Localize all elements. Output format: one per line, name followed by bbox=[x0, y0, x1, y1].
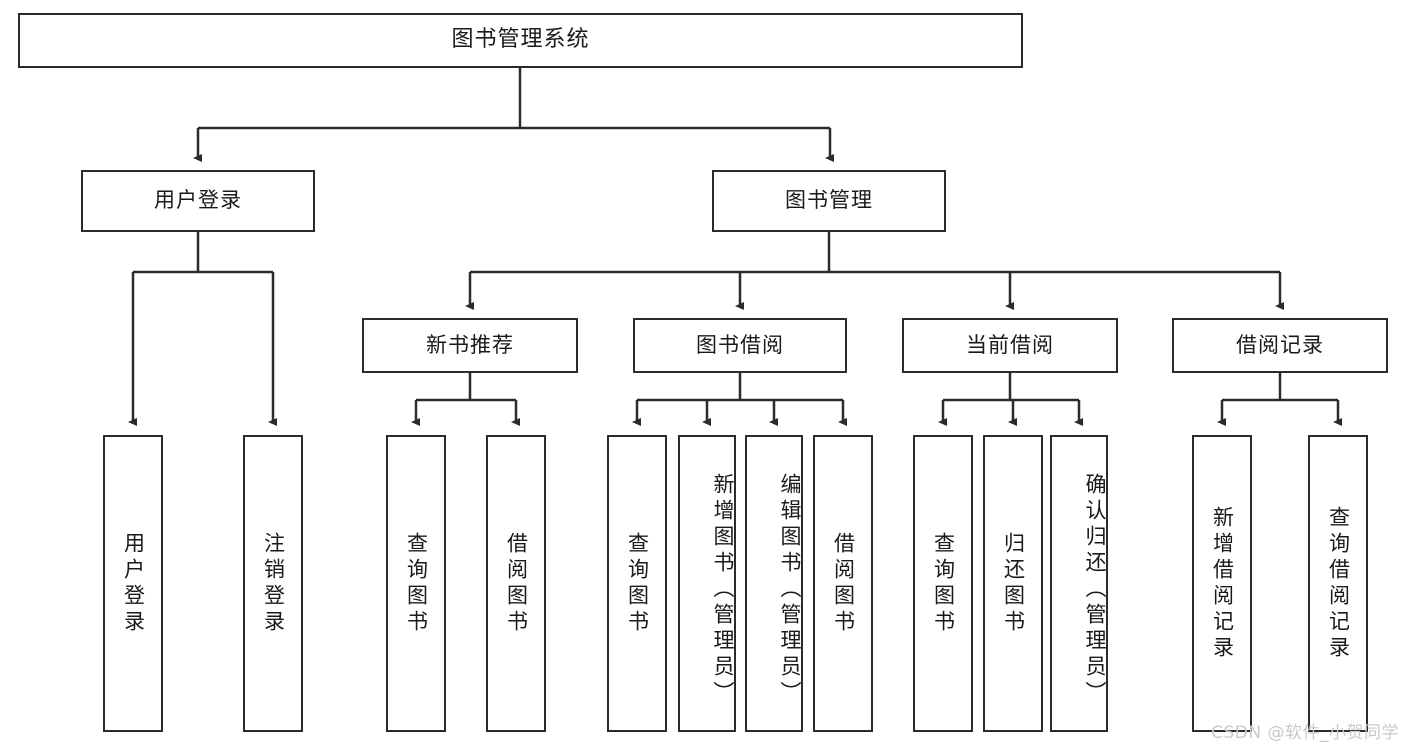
node-leaf-user-login-label: 用户登录 bbox=[121, 531, 146, 636]
node-leaf-return-book[interactable]: 归还图书 bbox=[983, 435, 1043, 732]
node-root[interactable]: 图书管理系统 bbox=[18, 13, 1023, 68]
node-book-manage[interactable]: 图书管理 bbox=[712, 170, 946, 232]
node-book-manage-label: 图书管理 bbox=[785, 188, 873, 213]
node-leaf-query-book-3[interactable]: 查询图书 bbox=[913, 435, 973, 732]
node-user-login[interactable]: 用户登录 bbox=[81, 170, 315, 232]
node-leaf-borrow-book-2-label: 借阅图书 bbox=[831, 531, 856, 636]
node-leaf-add-book[interactable]: 新增图书（管理员） bbox=[678, 435, 736, 732]
node-leaf-logout-label: 注销登录 bbox=[261, 531, 286, 636]
node-book-borrow-label: 图书借阅 bbox=[696, 332, 784, 357]
node-leaf-add-record-label: 新增借阅记录 bbox=[1210, 505, 1235, 662]
node-current-borrow-label: 当前借阅 bbox=[966, 332, 1054, 357]
csdn-watermark: CSDN @软件_小贺同学 bbox=[1211, 723, 1399, 743]
node-new-book-rec-label: 新书推荐 bbox=[426, 332, 514, 357]
node-leaf-query-book-3-label: 查询图书 bbox=[931, 531, 956, 636]
node-new-book-rec[interactable]: 新书推荐 bbox=[362, 318, 578, 373]
node-leaf-user-login[interactable]: 用户登录 bbox=[103, 435, 163, 732]
node-borrow-record[interactable]: 借阅记录 bbox=[1172, 318, 1388, 373]
node-root-label: 图书管理系统 bbox=[451, 27, 590, 53]
node-leaf-borrow-book-1-label: 借阅图书 bbox=[504, 531, 529, 636]
node-leaf-logout[interactable]: 注销登录 bbox=[243, 435, 303, 732]
node-leaf-edit-book[interactable]: 编辑图书（管理员） bbox=[745, 435, 803, 732]
node-leaf-query-record-label: 查询借阅记录 bbox=[1326, 505, 1351, 662]
node-leaf-query-book-1-label: 查询图书 bbox=[404, 531, 429, 636]
node-leaf-borrow-book-2[interactable]: 借阅图书 bbox=[813, 435, 873, 732]
node-leaf-return-book-label: 归还图书 bbox=[1001, 531, 1026, 636]
node-leaf-query-book-1[interactable]: 查询图书 bbox=[386, 435, 446, 732]
node-leaf-add-record[interactable]: 新增借阅记录 bbox=[1192, 435, 1252, 732]
node-leaf-query-book-2[interactable]: 查询图书 bbox=[607, 435, 667, 732]
node-book-borrow[interactable]: 图书借阅 bbox=[633, 318, 847, 373]
node-leaf-add-book-label: 新增图书（管理员） bbox=[711, 472, 735, 707]
node-leaf-edit-book-label: 编辑图书（管理员） bbox=[778, 472, 802, 707]
node-leaf-query-record[interactable]: 查询借阅记录 bbox=[1308, 435, 1368, 732]
node-leaf-confirm-return-label: 确认归还（管理员） bbox=[1083, 472, 1107, 707]
node-leaf-query-book-2-label: 查询图书 bbox=[625, 531, 650, 636]
node-borrow-record-label: 借阅记录 bbox=[1236, 332, 1324, 357]
node-user-login-label: 用户登录 bbox=[154, 188, 242, 213]
node-current-borrow[interactable]: 当前借阅 bbox=[902, 318, 1118, 373]
node-leaf-borrow-book-1[interactable]: 借阅图书 bbox=[486, 435, 546, 732]
node-leaf-confirm-return[interactable]: 确认归还（管理员） bbox=[1050, 435, 1108, 732]
